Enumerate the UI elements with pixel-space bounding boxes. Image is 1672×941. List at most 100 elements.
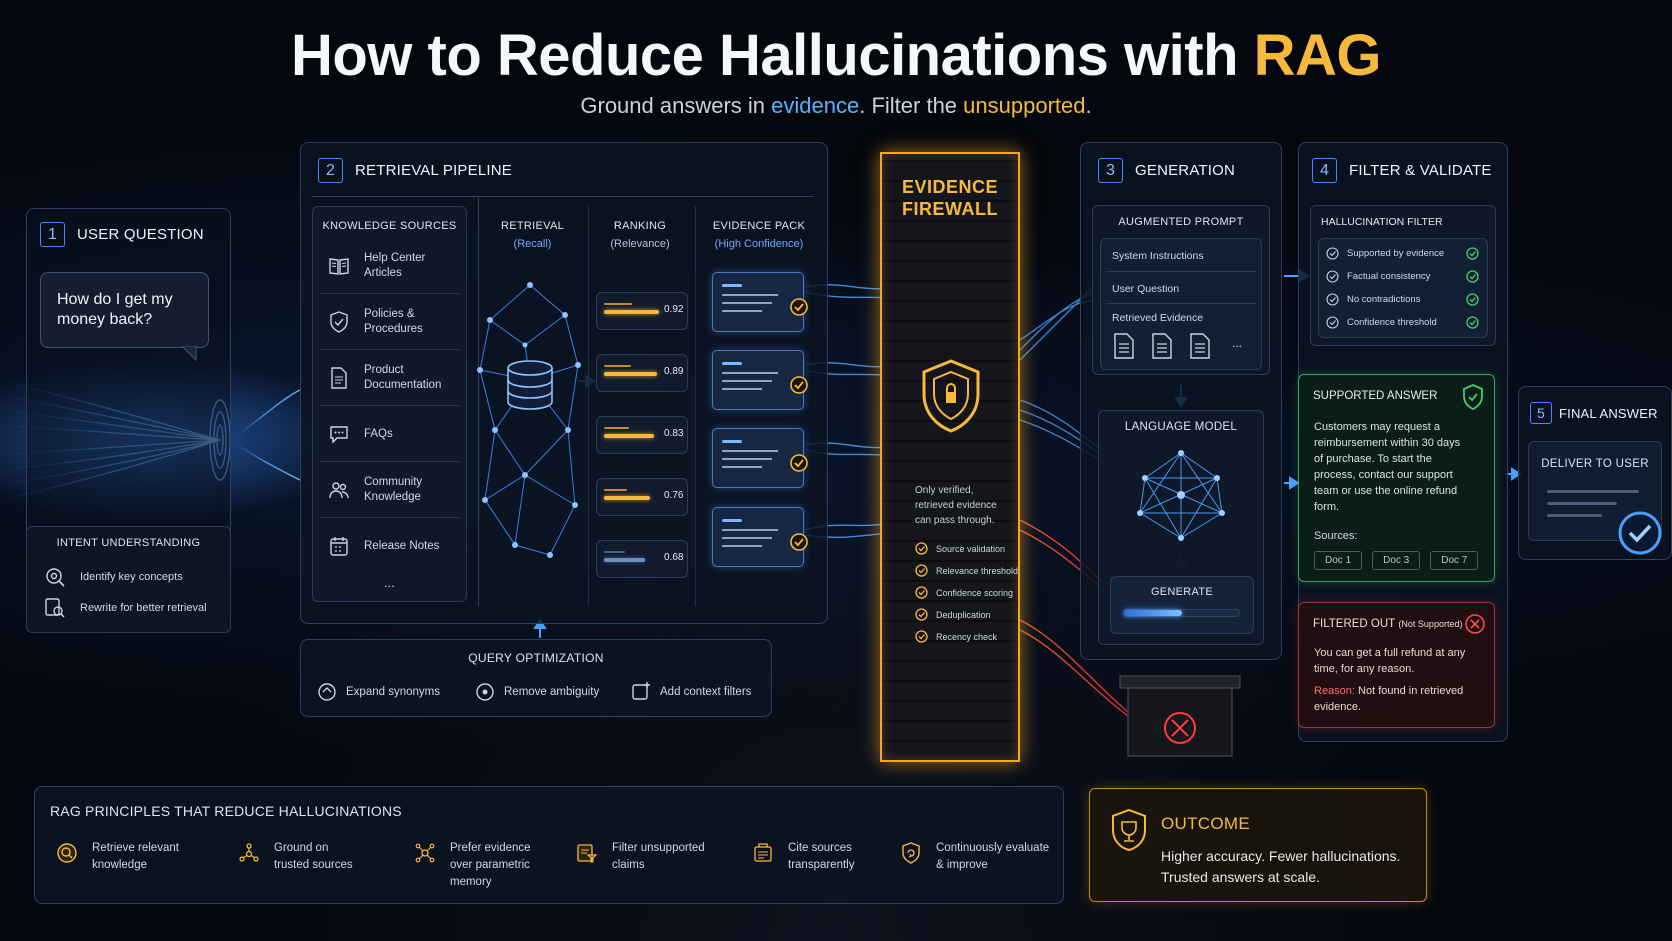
ranking-score: 0.76 [664, 490, 684, 501]
query-opt-label: Add context filters [660, 686, 752, 698]
shield-check-icon [1463, 384, 1483, 410]
firewall-title: EVIDENCE FIREWALL [901, 177, 999, 219]
firewall-check-label: Recency check [936, 631, 998, 642]
prompt-row: System Instructions [1112, 250, 1204, 262]
title-accent: RAG [1253, 23, 1382, 88]
ranking-subtitle: (Relevance) [610, 238, 670, 250]
outcome-title: OUTCOME [1161, 814, 1250, 833]
cite-icon [752, 842, 774, 864]
evidence-card-line [722, 545, 762, 547]
evidence-pack-title: EVIDENCE PACK [712, 220, 806, 232]
row-divider [1106, 303, 1256, 304]
filter-add-icon [630, 681, 652, 703]
rewrite-icon [44, 597, 66, 619]
evidence-card-line [722, 440, 742, 443]
evidence-card-line [722, 458, 772, 460]
knowledge-source-label: Help Center Articles [364, 252, 426, 279]
ranking-bar-sub [604, 489, 627, 491]
intent-title: INTENT UNDERSTANDING [56, 537, 201, 549]
firewall-check-item: Confidence scoring [915, 586, 1013, 599]
knowledge-source-item: Help Center Articles [328, 247, 425, 285]
sources-more: ... [384, 576, 395, 590]
header-divider [312, 196, 814, 197]
ranking-bar [604, 558, 645, 562]
row-divider [320, 405, 460, 406]
filter-validate-header: 4 FILTER & VALIDATE [1312, 158, 1492, 183]
row-divider [320, 461, 460, 462]
row-divider [1106, 271, 1256, 272]
synonym-icon [316, 681, 338, 703]
outcome-panel [1089, 788, 1427, 902]
brain-icon [414, 842, 436, 864]
hallucination-check-label: Confidence threshold [1347, 317, 1437, 328]
placeholder-line [1547, 490, 1639, 493]
firewall-check-item: Recency check [915, 630, 997, 643]
filtered-out-subtitle: (Not Supported) [1398, 619, 1463, 629]
sources-label: Sources: [1314, 530, 1358, 542]
evidence-card-line [722, 388, 762, 390]
step-number: 1 [40, 222, 65, 247]
rejection-bin [1119, 675, 1241, 757]
subtitle-part-c: . [1085, 93, 1092, 118]
knowledge-source-label: Community Knowledge [364, 476, 423, 503]
intent-label: Rewrite for better retrieval [80, 602, 207, 614]
document-icon [328, 367, 350, 389]
source-tag[interactable]: Doc 1 [1314, 551, 1363, 570]
ambiguity-icon [474, 681, 496, 703]
document-icon [1190, 333, 1210, 359]
evidence-card-line [722, 466, 762, 468]
query-opt-item: Expand synonyms [316, 681, 440, 703]
subtitle-part-a: Ground answers in [580, 93, 766, 118]
principles-panel [34, 786, 1064, 904]
evidence-card-line [722, 372, 778, 374]
source-tag[interactable]: Doc 3 [1372, 551, 1421, 570]
check-icon [790, 533, 808, 551]
check-icon [1326, 316, 1339, 329]
reason-text: Not found in retrieved evidence. [1314, 685, 1464, 713]
hallucination-check-label: Supported by evidence [1347, 248, 1445, 259]
retrieval-pipeline-title: RETRIEVAL PIPELINE [355, 162, 512, 179]
ranking-score: 0.83 [664, 428, 684, 439]
source-tags: Doc 1 Doc 3 Doc 7 [1314, 550, 1488, 570]
check-icon [915, 542, 928, 555]
ranking-bar-sub [604, 365, 631, 367]
page-subtitle: Ground answers in evidence. Filter the u… [0, 93, 1672, 119]
reason-label: Reason: [1314, 685, 1355, 697]
hallucination-check-item: No contradictions [1326, 293, 1420, 306]
principle-label: Continuously evaluate & improve [936, 842, 1050, 871]
evidence-card-line [722, 284, 742, 287]
chat-icon [328, 423, 350, 445]
source-tag[interactable]: Doc 7 [1430, 551, 1479, 570]
row-divider [320, 517, 460, 518]
supported-answer-panel [1298, 374, 1495, 582]
final-answer-header: 5 FINAL ANSWER [1530, 402, 1658, 424]
filter-icon [576, 842, 598, 864]
filtered-out-panel [1298, 602, 1495, 728]
ranking-bar-sub [604, 427, 629, 429]
check-icon [915, 586, 928, 599]
knowledge-source-item: Product Documentation [328, 359, 441, 397]
trophy-shield-icon [1112, 808, 1146, 852]
knowledge-source-label: Product Documentation [364, 364, 442, 391]
check-icon [1326, 270, 1339, 283]
target-icon [44, 566, 66, 588]
generate-box[interactable] [1110, 576, 1254, 634]
evidence-firewall [880, 152, 1020, 762]
language-model-title: LANGUAGE MODEL [1124, 421, 1238, 433]
hallucination-check-label: No contradictions [1347, 294, 1421, 305]
subtitle-part-b: . Filter the [859, 93, 958, 118]
knowledge-source-label: Release Notes [364, 539, 440, 552]
check-icon [790, 454, 808, 472]
column-divider [588, 206, 589, 606]
generate-label: GENERATE [1150, 586, 1214, 598]
ranking-bar [604, 310, 659, 314]
query-opt-item: Remove ambiguity [474, 681, 599, 703]
placeholder-line [1547, 514, 1602, 517]
knowledge-source-item: Policies & Procedures [328, 303, 423, 341]
firewall-check-label: Source validation [936, 543, 1006, 554]
evidence-card-line [722, 302, 772, 304]
hallucination-filter-title: HALLUCINATION FILTER [1321, 216, 1443, 228]
outcome-text: Higher accuracy. Fewer hallucinations. T… [1161, 848, 1401, 885]
subtitle-evidence: evidence [771, 93, 860, 118]
hallucination-check-item: Factual consistency [1326, 270, 1430, 283]
